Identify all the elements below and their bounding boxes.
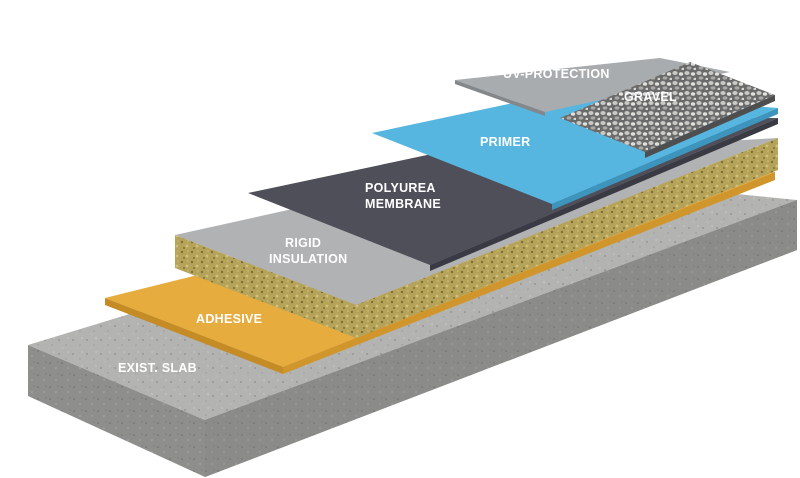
polyurea-membrane-label-line2: MEMBRANE [365, 197, 441, 211]
uv-protection-label: UV-PROTECTION [503, 67, 610, 81]
uv-protection-layer [455, 58, 730, 116]
exist-slab-label: EXIST. SLAB [118, 361, 197, 375]
primer-label: PRIMER [480, 135, 530, 149]
gravel-layer [560, 62, 775, 158]
rigid-insulation-label-line1: RIGID [285, 236, 321, 250]
rigid-insulation-side [356, 138, 778, 338]
gravel-label: GRAVEL [624, 90, 677, 104]
rigid-insulation-label-line2: INSULATION [269, 252, 347, 266]
uv-protection-top [455, 58, 730, 112]
polyurea-membrane-label-line1: POLYUREA [365, 181, 436, 195]
gravel-top [560, 62, 775, 152]
rigid-insulation-front [175, 235, 356, 338]
adhesive-label: ADHESIVE [196, 312, 262, 326]
exist-slab-front [28, 345, 205, 477]
